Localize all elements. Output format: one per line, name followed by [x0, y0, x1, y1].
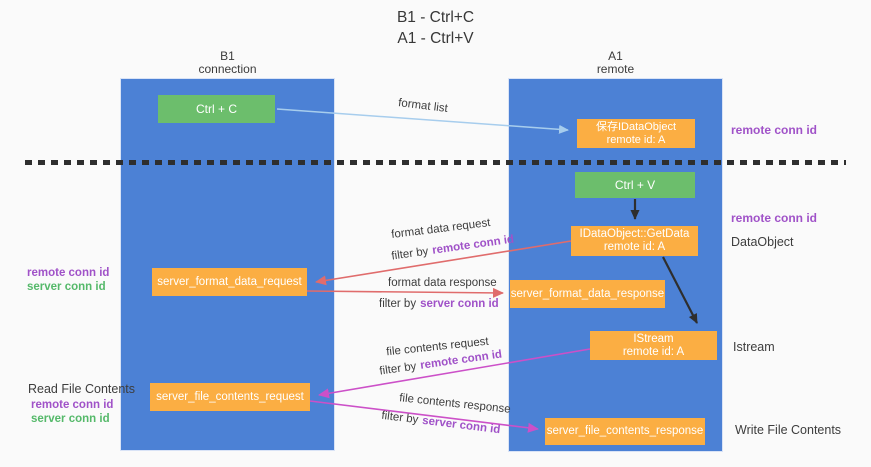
save-idataobject-node: 保存IDataObject remote id: A — [577, 119, 695, 148]
server-format-data-request-node: server_format_data_request — [152, 268, 307, 296]
remote-conn-id-annotation-left: remote conn id — [27, 267, 110, 279]
dataobject-annotation: DataObject — [731, 235, 794, 249]
title-line-1: B1 - Ctrl+C — [396, 9, 475, 26]
remote-conn-id-annotation-top: remote conn id — [731, 123, 818, 137]
getdata-line1: IDataObject::GetData — [579, 228, 690, 240]
title-line-2: A1 - Ctrl+V — [397, 30, 474, 47]
server-file-contents-request-node: server_file_contents_request — [150, 383, 310, 411]
istream-line2: remote id: A — [622, 345, 685, 358]
format-data-response-label: format data response — [388, 277, 497, 289]
write-file-contents-annotation: Write File Contents — [735, 423, 842, 437]
server-file-contents-request-label: server_file_contents_request — [156, 390, 304, 403]
server-file-contents-response-label: server_file_contents_response — [546, 425, 704, 437]
left-column-name: B1 — [220, 49, 235, 63]
server-format-data-request-label: server_format_data_request — [157, 275, 302, 288]
server-conn-id-key: server conn id — [421, 414, 501, 437]
filter-by-text: filter by — [378, 360, 418, 378]
ctrl-v-label: Ctrl + V — [614, 178, 656, 192]
diagram-title: B1 - Ctrl+C A1 - Ctrl+V — [0, 7, 871, 49]
format-list-label: format list — [397, 97, 449, 115]
remote-conn-id-key: remote conn id — [431, 233, 515, 257]
idataobject-getdata-node: IDataObject::GetData remote id: A — [571, 226, 698, 256]
istream-annotation: Istream — [733, 340, 775, 354]
file-contents-response-label: file contents response — [398, 392, 512, 416]
left-bottom-conn-ids: remote conn id server conn id — [31, 398, 113, 426]
format-data-response-arrow — [306, 287, 504, 298]
save-idataobject-line2: remote id: A — [606, 133, 666, 146]
save-idataobject-line1: 保存IDataObject — [595, 120, 677, 133]
istream-node: IStream remote id: A — [590, 331, 717, 360]
right-column-role: remote — [596, 62, 635, 76]
server-conn-id-annotation-left-bottom: server conn id — [31, 413, 110, 425]
right-column-header: A1 remote — [508, 50, 723, 76]
left-column-header: B1 connection — [120, 50, 335, 76]
istream-line1: IStream — [633, 332, 674, 345]
right-column-name: A1 — [608, 49, 623, 63]
phase-separator-line — [25, 160, 846, 165]
remote-conn-id-annotation-left-bottom: remote conn id — [31, 399, 114, 411]
remote-conn-id-annotation-mid: remote conn id — [731, 211, 818, 225]
filter-by-text: filter by — [379, 298, 417, 310]
left-column-role: connection — [198, 62, 257, 76]
server-format-data-response-node: server_format_data_response — [510, 280, 665, 308]
read-file-contents-annotation: Read File Contents — [28, 382, 136, 396]
server-conn-id-annotation-left: server conn id — [27, 281, 106, 293]
ctrl-v-node: Ctrl + V — [575, 172, 695, 198]
format-data-request-label: format data request — [390, 216, 492, 242]
ctrl-c-node: Ctrl + C — [158, 95, 275, 123]
filter-by-text: filter by — [390, 245, 430, 263]
ctrl-c-label: Ctrl + C — [195, 102, 237, 116]
server-conn-id-key: server conn id — [420, 298, 499, 310]
server-file-contents-response-node: server_file_contents_response — [545, 418, 705, 445]
server-format-data-response-label: server_format_data_response — [510, 287, 665, 300]
getdata-line2: remote id: A — [603, 241, 666, 253]
filter-by-text: filter by — [380, 409, 419, 427]
left-mid-conn-ids: remote conn id server conn id — [27, 266, 109, 294]
